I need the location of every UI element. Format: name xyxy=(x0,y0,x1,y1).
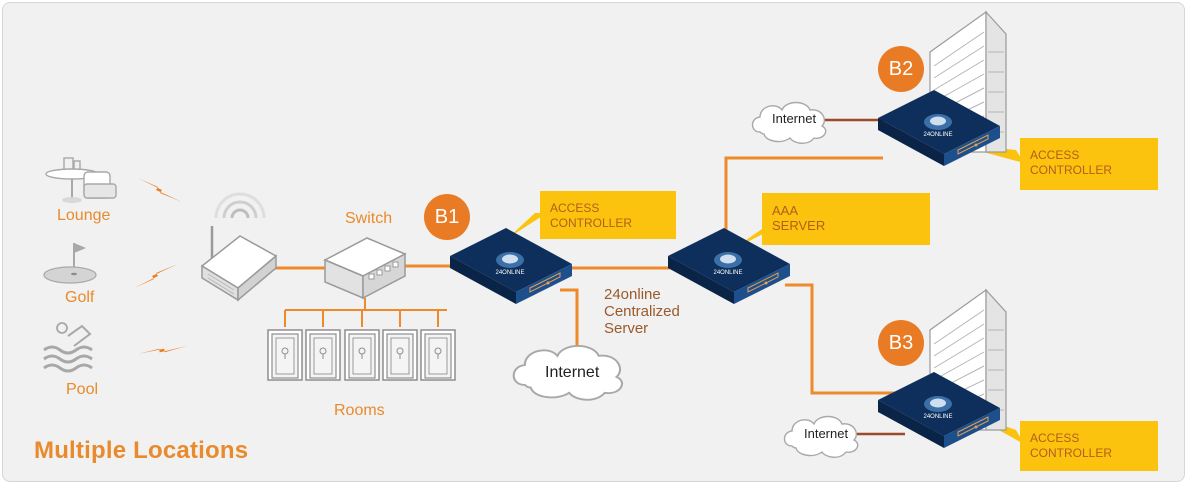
callout-aaa-line-2: SERVER xyxy=(772,218,826,233)
callout-pointer-b1 xyxy=(508,213,547,238)
diagram-title: Multiple Locations xyxy=(34,437,249,464)
rooms-label: Rooms xyxy=(334,402,385,419)
server-label-line-2: Centralized xyxy=(604,303,680,320)
badge-b1: B1 xyxy=(424,194,470,240)
server-label-line-1: 24online xyxy=(604,286,661,303)
link-server-b2 xyxy=(724,156,883,232)
callout-b1-line-2: CONTROLLER xyxy=(550,216,633,230)
internet-label-b3: Internet xyxy=(804,426,849,441)
badge-b3: B3 xyxy=(878,320,924,366)
venue-label-golf: Golf xyxy=(65,289,95,306)
swimmer-icon xyxy=(43,322,93,373)
callout-b2-line-2: CONTROLLER xyxy=(1030,163,1113,177)
internet-label-b1: Internet xyxy=(545,364,600,381)
door-icon xyxy=(382,329,418,381)
appliance-icon-b1 xyxy=(449,227,573,305)
network-switch-icon xyxy=(323,237,407,300)
server-label: 24online Centralized Server xyxy=(604,286,680,337)
door-icon xyxy=(420,329,456,381)
lightning-icon xyxy=(138,178,182,202)
badge-b2: B2 xyxy=(878,46,924,92)
internet-label-b2: Internet xyxy=(772,111,817,126)
callout-b1-line-1: ACCESS xyxy=(550,201,600,215)
link-b1-internet xyxy=(560,288,579,345)
link-switch-rooms xyxy=(284,298,447,327)
door-icon xyxy=(267,329,303,381)
venue-label-lounge: Lounge xyxy=(57,207,111,224)
callout-b1-access-controller: ACCESS CONTROLLER xyxy=(540,191,676,239)
callout-b2-line-1: ACCESS xyxy=(1030,148,1080,162)
link-server-b3 xyxy=(785,283,905,395)
callout-aaa-line-1: AAA xyxy=(772,203,799,218)
callout-b3-access-controller: ACCESS CONTROLLER xyxy=(1020,421,1158,471)
lightning-icon xyxy=(138,326,188,373)
server-label-line-3: Server xyxy=(604,320,649,337)
switch-label: Switch xyxy=(345,210,393,227)
callout-b2-access-controller: ACCESS CONTROLLER xyxy=(1020,138,1158,190)
callout-b3-line-2: CONTROLLER xyxy=(1030,446,1113,460)
callout-b3-line-1: ACCESS xyxy=(1030,431,1080,445)
lightning-icon xyxy=(134,264,178,288)
table-chair-icon xyxy=(45,157,117,203)
door-icon xyxy=(344,329,380,381)
golf-flag-icon xyxy=(43,243,97,284)
callout-aaa-server: AAA SERVER xyxy=(762,193,930,245)
rooms-doors xyxy=(267,329,456,381)
wireless-router-icon xyxy=(200,192,278,302)
door-icon xyxy=(305,329,341,381)
venue-label-pool: Pool xyxy=(66,381,99,398)
